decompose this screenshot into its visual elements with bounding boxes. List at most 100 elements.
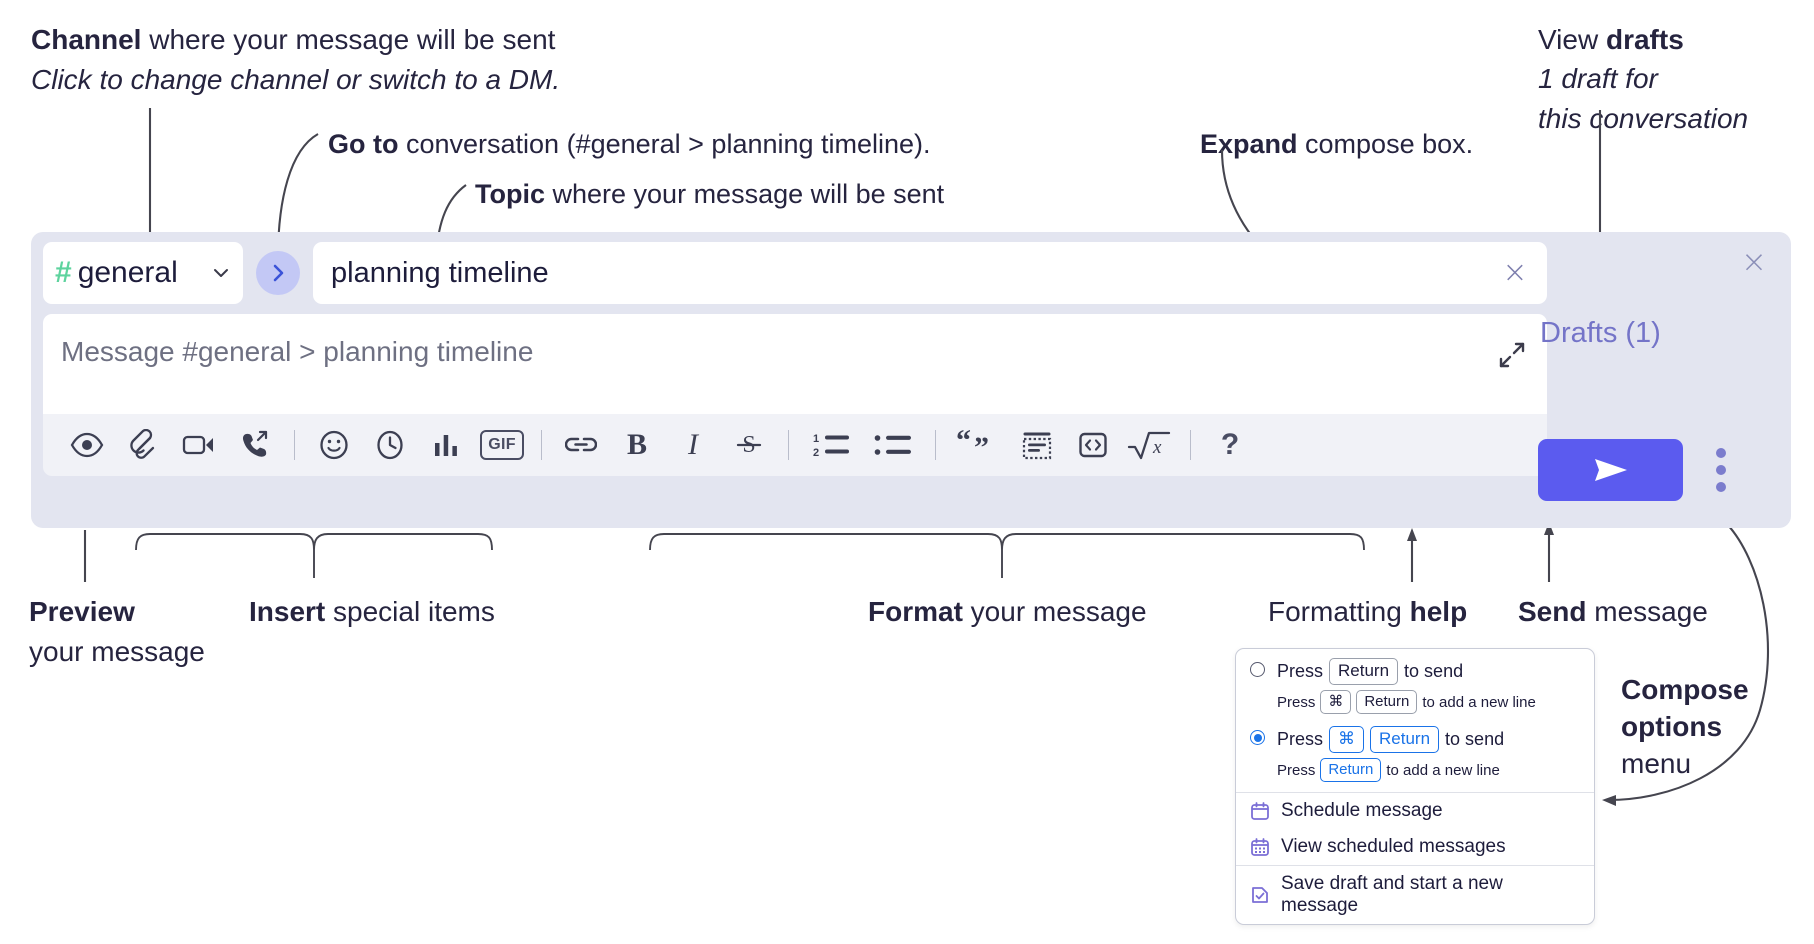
send-option-label: Press Return to send — [1277, 658, 1536, 685]
annotation-topic: Topic where your message will be sent — [475, 177, 944, 212]
menu-item-save-draft[interactable]: Save draft and start a new message — [1236, 866, 1594, 924]
math-icon[interactable]: x — [1121, 422, 1179, 468]
annotation-help-bold: help — [1409, 596, 1468, 627]
opt1-sub-text1: Press — [1277, 693, 1316, 711]
preview-icon[interactable] — [59, 422, 115, 468]
clock-icon[interactable] — [362, 422, 418, 468]
drafts-link[interactable]: Drafts (1) — [1540, 317, 1661, 349]
toolbar-separator — [788, 430, 789, 460]
opt1-text1: Press — [1277, 660, 1324, 681]
send-option-label: Press ⌘ Return to send — [1277, 726, 1505, 754]
annotation-preview-line2: your message — [29, 636, 205, 668]
opt1-sub-text2: to add a new line — [1422, 693, 1536, 711]
italic-icon[interactable]: I — [688, 428, 698, 461]
channel-selector[interactable]: # general — [43, 242, 243, 304]
opt1-text2: to send — [1404, 660, 1464, 681]
annotation-compose-line3: menu — [1621, 748, 1692, 780]
annotation-goto-bold: Go to — [328, 129, 399, 159]
composer-header-row: # general planning timeline × — [43, 242, 1547, 304]
annotation-insert-bold: Insert — [249, 596, 326, 627]
menu-item-schedule-message[interactable]: Schedule message — [1236, 793, 1594, 829]
annotation-channel-bold: Channel — [31, 24, 142, 55]
annotation-format-rest: your message — [962, 596, 1147, 627]
annotation-help-lead: Formatting — [1268, 596, 1410, 627]
annotation-help: Formatting help — [1268, 594, 1467, 630]
annotation-send-rest: message — [1586, 596, 1708, 627]
topic-input[interactable]: planning timeline × — [313, 242, 1547, 304]
annotation-drafts-bold: drafts — [1605, 24, 1684, 55]
menu-item-label: View scheduled messages — [1281, 836, 1506, 858]
svg-text:2: 2 — [813, 447, 819, 459]
svg-text:”: ” — [974, 431, 989, 460]
attachment-icon[interactable] — [115, 422, 171, 468]
kebab-dot — [1716, 482, 1726, 492]
send-button[interactable] — [1538, 439, 1683, 501]
radio-button[interactable] — [1250, 662, 1265, 677]
bullet-list-icon[interactable] — [862, 422, 924, 468]
key-command: ⌘ — [1320, 689, 1352, 715]
gif-icon[interactable]: GIF — [474, 422, 530, 468]
send-option-return[interactable]: Press Return to send Press ⌘ Return to a… — [1236, 649, 1594, 724]
help-icon[interactable]: ? — [1202, 422, 1258, 468]
clear-topic-icon[interactable]: × — [1502, 255, 1528, 290]
annotation-preview: Preview your message — [29, 594, 205, 671]
channel-name: general — [77, 256, 178, 289]
menu-item-label: Schedule message — [1281, 800, 1443, 822]
link-icon[interactable] — [553, 422, 609, 468]
annotation-send: Send message — [1518, 594, 1708, 630]
help-label: ? — [1220, 428, 1240, 461]
bar-chart-icon[interactable] — [418, 422, 474, 468]
inline-code-icon[interactable] — [1065, 422, 1121, 468]
annotation-topic-rest: where your message will be sent — [545, 179, 945, 209]
close-icon[interactable]: × — [1741, 244, 1767, 280]
opt2-text2: to send — [1445, 729, 1505, 750]
emoji-icon[interactable] — [306, 422, 362, 468]
topic-value: planning timeline — [331, 256, 549, 289]
menu-divider — [1236, 865, 1594, 867]
kebab-dot — [1716, 465, 1726, 475]
message-input[interactable]: Message #general > planning timeline — [43, 314, 1547, 414]
key-return: Return — [1356, 689, 1418, 715]
strikethrough-icon[interactable]: S — [721, 422, 777, 468]
menu-divider — [1236, 792, 1594, 794]
annotation-expand: Expand compose box. — [1200, 127, 1473, 162]
annotation-insert: Insert special items — [249, 594, 495, 630]
composer-panel: × # general planning timeline × Message … — [31, 232, 1791, 528]
hash-icon: # — [55, 256, 72, 289]
message-placeholder: Message #general > planning timeline — [61, 336, 534, 367]
compose-options-menu[interactable]: Press Return to send Press ⌘ Return to a… — [1235, 648, 1595, 926]
send-option-sub: Press Return to add a new line — [1277, 758, 1504, 783]
send-option-sub: Press ⌘ Return to add a new line — [1277, 689, 1536, 715]
toolbar-separator — [541, 430, 542, 460]
send-option-cmd-return[interactable]: Press ⌘ Return to send Press Return to a… — [1236, 724, 1594, 792]
blockquote-icon[interactable]: “” — [947, 422, 1009, 468]
annotation-preview-bold: Preview — [29, 596, 135, 627]
compose-options-button[interactable] — [1708, 445, 1734, 495]
save-draft-icon — [1252, 887, 1268, 904]
annotation-goto-rest: conversation (#general > planning timeli… — [398, 129, 931, 159]
expand-icon[interactable] — [1497, 340, 1527, 370]
svg-text:“: “ — [956, 430, 971, 457]
goto-conversation-button[interactable] — [256, 251, 300, 295]
annotation-channel-sub: Click to change channel or switch to a D… — [31, 64, 561, 96]
code-block-icon[interactable] — [1009, 422, 1065, 468]
call-forward-icon[interactable] — [227, 422, 283, 468]
send-icon — [1594, 459, 1627, 481]
svg-text:x: x — [1152, 437, 1162, 458]
gif-label: GIF — [480, 430, 524, 460]
annotation-format: Format your message — [868, 594, 1147, 630]
annotation-topic-bold: Topic — [475, 179, 545, 209]
menu-item-view-scheduled[interactable]: View scheduled messages — [1236, 829, 1594, 865]
bold-icon[interactable]: B — [626, 428, 647, 461]
annotation-expand-bold: Expand — [1200, 129, 1298, 159]
video-icon[interactable] — [171, 422, 227, 468]
annotation-send-bold: Send — [1518, 596, 1587, 627]
annotation-compose-options: Compose options menu — [1621, 671, 1749, 783]
key-return: Return — [1370, 726, 1440, 754]
key-return: Return — [1329, 658, 1399, 685]
calendar-icon — [1251, 802, 1269, 821]
radio-button-selected[interactable] — [1250, 730, 1265, 746]
annotation-format-bold: Format — [868, 596, 963, 627]
